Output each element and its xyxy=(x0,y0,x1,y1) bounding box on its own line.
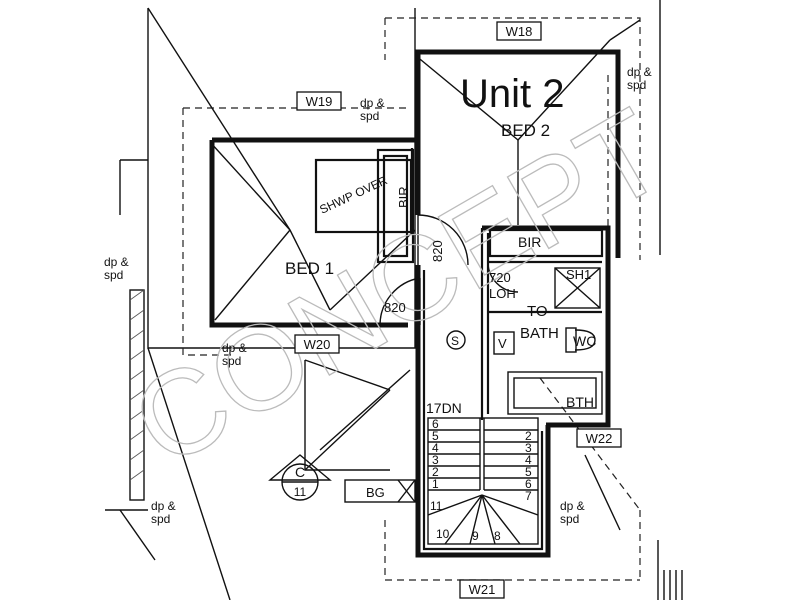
stair-winder: 9 xyxy=(472,529,479,543)
stair-tread-right: 2 xyxy=(525,429,532,443)
right-edge xyxy=(657,540,683,600)
downpipe-note-bottom-right-a: dp & xyxy=(560,499,585,513)
window-tag-w21: W21 xyxy=(469,582,496,597)
fixture-label-wc: WC xyxy=(573,333,596,349)
unit-title: Unit 2 xyxy=(460,72,565,116)
stair-tread-left: 4 xyxy=(432,441,439,455)
downpipe-note-top-a: dp & xyxy=(360,96,385,110)
stair-direction-label: 17DN xyxy=(426,400,462,416)
downpipe-note-mid-b: spd xyxy=(222,354,241,368)
door-width-bed1: 820 xyxy=(384,300,406,315)
downpipe-note-mid-a: dp & xyxy=(222,341,247,355)
stair-tread-right: 6 xyxy=(525,477,532,491)
downpipe-notes: dp & spd dp & spd dp & spd dp & spd dp &… xyxy=(104,65,652,526)
downpipe-note-bottom-left-b: spd xyxy=(151,512,170,526)
downpipe-note-left-b: spd xyxy=(104,268,123,282)
stair-tread-left: 6 xyxy=(432,417,439,431)
room-label-toilet: TO xyxy=(527,303,548,320)
stair-winder: 10 xyxy=(436,527,450,541)
roof-outline xyxy=(119,0,661,600)
room-label-laundry: LOH xyxy=(489,286,516,301)
downpipe-note-left-a: dp & xyxy=(104,255,129,269)
fixture-label-shower: SH1 xyxy=(566,267,591,282)
room-label-bath: BATH xyxy=(520,325,559,342)
stair-tread-left: 1 xyxy=(432,477,439,491)
room-label-bir-bed1: BIR xyxy=(396,186,411,208)
window-tag-w20: W20 xyxy=(304,337,331,352)
room-label-laundry-width: 720 xyxy=(489,270,511,285)
fixture-label-bath-tub: BTH xyxy=(566,394,594,410)
downpipe-note-top-right-b: spd xyxy=(627,78,646,92)
smoke-detector-icon xyxy=(446,330,466,350)
fixtures xyxy=(344,267,603,503)
walls xyxy=(209,49,621,558)
stair-tread-left: 2 xyxy=(432,465,439,479)
window-tag-w22: W22 xyxy=(586,431,613,446)
stair-winder: 8 xyxy=(494,529,501,543)
section-marker-number: 11 xyxy=(294,485,307,499)
staircase xyxy=(427,417,539,545)
downpipe-note-top-right-a: dp & xyxy=(627,65,652,79)
stair-tread-right: 4 xyxy=(525,453,532,467)
side-hatch xyxy=(105,289,156,561)
vanity-symbol xyxy=(493,331,515,355)
window-tag-w19: W19 xyxy=(306,94,333,109)
door-widths: 820 820 xyxy=(384,240,445,315)
stair-labels: 17DN 6 5 4 3 2 1 2 3 4 5 6 7 11 10 9 8 xyxy=(426,400,532,543)
stair-tread-right: 5 xyxy=(525,465,532,479)
room-label-bir-bed2: BIR xyxy=(518,234,541,250)
section-marker: C 11 xyxy=(268,454,332,501)
window-tags: W18 W19 W20 W21 W22 xyxy=(294,21,622,599)
stair-tread-left: 5 xyxy=(432,429,439,443)
stair-tread-right: 7 xyxy=(525,489,532,503)
stair-tread-right: 3 xyxy=(525,441,532,455)
vanity-label: V xyxy=(498,336,507,351)
window-tag-w18: W18 xyxy=(506,24,533,39)
downpipe-note-bottom-right-b: spd xyxy=(560,512,579,526)
room-label-bed1: BED 1 xyxy=(285,259,334,278)
downpipe-note-bottom-left-a: dp & xyxy=(151,499,176,513)
stair-winder: 11 xyxy=(430,499,443,513)
downpipe-note-top-b: spd xyxy=(360,109,379,123)
section-marker-letter: C xyxy=(295,464,305,480)
smoke-detector-label: S xyxy=(451,334,459,348)
doors xyxy=(379,214,519,326)
stair-tread-left: 3 xyxy=(432,453,439,467)
door-width-bed1-bir: 820 xyxy=(430,240,445,262)
room-label-bed2: BED 2 xyxy=(501,121,550,140)
room-label-bg: BG xyxy=(366,485,385,500)
